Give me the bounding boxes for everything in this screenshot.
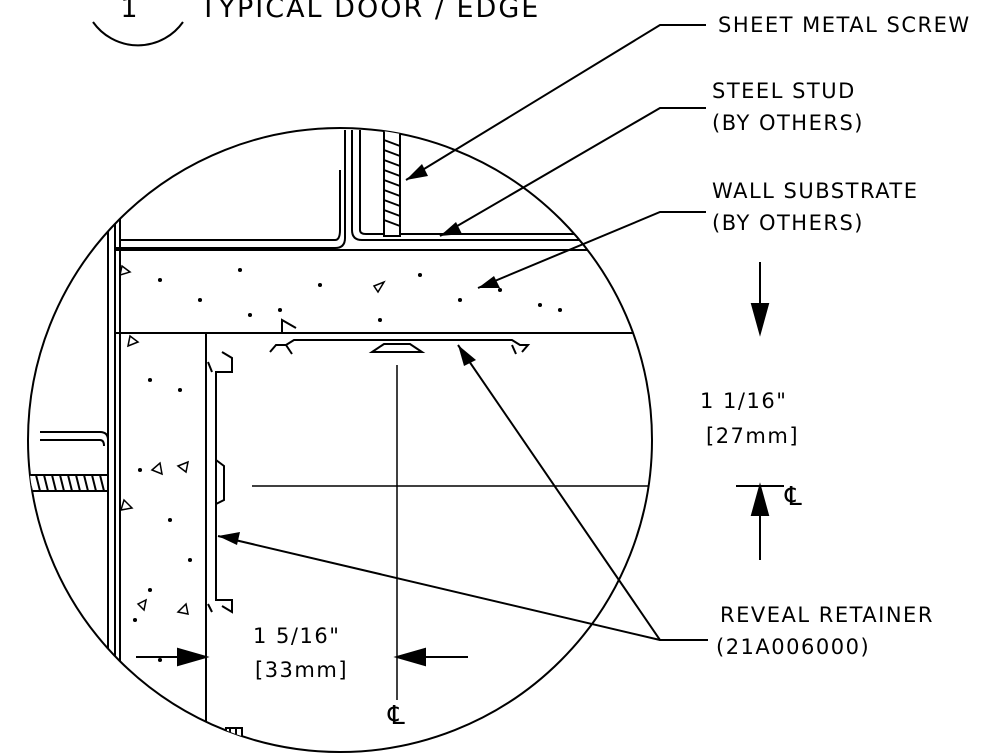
callout-stud-line1: STEEL STUD	[712, 79, 856, 103]
centerline-symbol-bottom: ℄	[387, 701, 405, 731]
reveal-retainer-vertical	[207, 351, 233, 614]
dimension-vertical-metric: [27mm]	[706, 424, 799, 448]
leader-arrowheads	[218, 164, 500, 545]
centerline-symbol-right: ℄	[784, 482, 802, 512]
steel-stud-top	[115, 130, 600, 249]
dimension-horizontal-imperial: 1 5/16"	[253, 624, 340, 648]
dimension-horizontal	[136, 647, 468, 667]
detail-number: 1	[120, 0, 139, 24]
sheet-metal-screw-left	[28, 474, 109, 492]
wall-substrate-horizontal	[115, 249, 652, 334]
dimension-horizontal-metric: [33mm]	[255, 658, 348, 682]
stud-leader	[439, 107, 706, 237]
callout-retainer-line2: (21A006000)	[716, 635, 870, 659]
detail-title: TYPICAL DOOR / EDGE	[199, 0, 540, 24]
leader-lines	[217, 24, 708, 641]
callout-substrate-line1: WALL SUBSTRATE	[712, 179, 919, 203]
substrate-speckle	[118, 264, 563, 663]
reveal-retainer-horizontal	[269, 318, 531, 355]
retainer-leader-a	[457, 344, 708, 641]
screw-leader	[405, 24, 706, 181]
callout-screw: SHEET METAL SCREW	[718, 13, 971, 37]
retainer-leader-b	[217, 535, 661, 641]
detail-bubble	[92, 21, 184, 47]
callout-retainer-line1: REVEAL RETAINER	[720, 603, 934, 627]
callout-stud-line2: (BY OTHERS)	[712, 111, 864, 135]
sheet-metal-screw-top	[383, 129, 401, 237]
detail-circle	[27, 127, 653, 753]
substrate-leader	[477, 211, 706, 289]
callout-substrate-line2: (BY OTHERS)	[712, 211, 864, 235]
dimension-vertical	[736, 262, 784, 560]
dimension-vertical-imperial: 1 1/16"	[700, 389, 787, 413]
